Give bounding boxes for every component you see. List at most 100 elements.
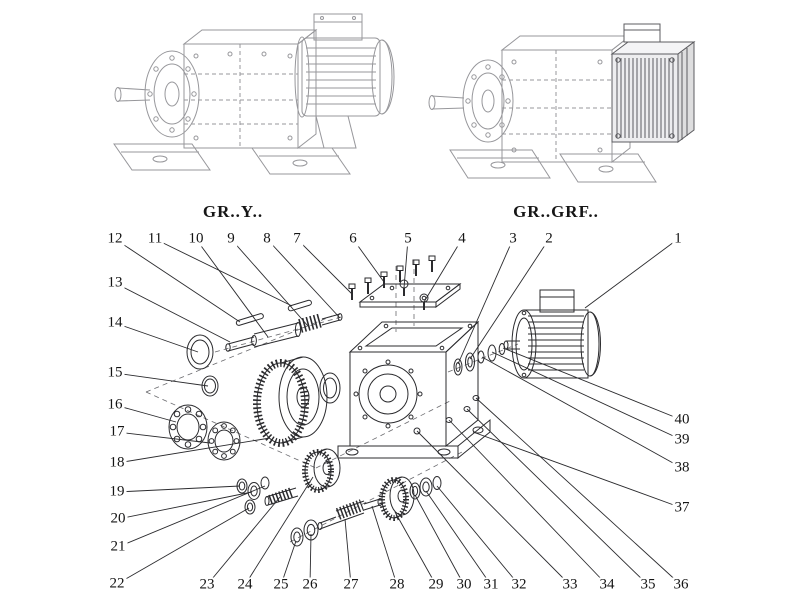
callout-number: 3 — [507, 230, 519, 247]
large-gear — [253, 356, 328, 447]
callout-number: 39 — [672, 431, 692, 448]
callout-number: 24 — [235, 576, 255, 593]
leader-line — [371, 505, 398, 586]
callout-number: 12 — [105, 230, 125, 247]
callout-number: 27 — [341, 576, 361, 593]
oil-seal — [186, 334, 214, 370]
callout-number: 29 — [426, 576, 446, 593]
callout-number: 20 — [108, 510, 128, 527]
callout-number: 35 — [638, 576, 658, 593]
leader-line — [475, 397, 682, 586]
leader-line — [344, 518, 352, 586]
retaining-ring — [201, 375, 219, 397]
leader-line — [466, 408, 649, 586]
assembled-view-gr-grf — [428, 23, 696, 183]
callout-number: 5 — [402, 230, 414, 247]
leader-line — [584, 238, 679, 309]
callout-number: 31 — [481, 576, 501, 593]
shaft-key — [287, 299, 312, 312]
callout-number: 10 — [186, 230, 206, 247]
leader-line — [502, 347, 683, 421]
exploded-view — [145, 255, 601, 547]
callout-number: 4 — [456, 230, 468, 247]
variant-label-gr-y: GR..Y.. — [202, 202, 264, 221]
variant-label-gr-grf: GR..GRF.. — [513, 202, 599, 221]
leader-line — [244, 476, 314, 586]
leader-line — [472, 431, 683, 509]
output-shaft-assembly — [290, 476, 442, 547]
callout-number: 40 — [672, 411, 692, 428]
assembled-view-gr-y — [113, 13, 395, 175]
leader-line — [491, 351, 683, 441]
callout-number: 19 — [107, 483, 127, 500]
cover-bolts — [348, 255, 436, 310]
callout-number: 8 — [261, 230, 273, 247]
ball-bearing — [207, 421, 241, 461]
leader-line — [116, 437, 271, 464]
callout-number: 16 — [105, 396, 125, 413]
callout-number: 6 — [347, 230, 359, 247]
leader-line — [394, 511, 437, 586]
leader-line — [457, 238, 514, 365]
leader-line — [195, 238, 269, 338]
leader-line — [114, 322, 199, 353]
leader-line — [116, 507, 250, 585]
callout-number: 37 — [672, 499, 692, 516]
intermediate-gear — [302, 448, 341, 493]
leader-line — [414, 494, 465, 586]
left-seals-bearings — [168, 334, 341, 461]
leader-line — [436, 485, 520, 586]
terminal-box — [539, 289, 575, 313]
motor-assembly — [453, 289, 601, 379]
callout-number: 25 — [271, 576, 291, 593]
leader-line — [425, 490, 492, 586]
callout-number: 21 — [108, 538, 128, 555]
leader-line — [416, 430, 571, 586]
leader-line — [230, 238, 309, 327]
callout-number: 15 — [105, 364, 125, 381]
callout-number: 36 — [671, 576, 691, 593]
leader-line — [154, 238, 293, 307]
leader-line — [481, 356, 683, 469]
leader-line — [403, 238, 409, 289]
leader-line — [206, 496, 281, 586]
callout-number: 2 — [543, 230, 555, 247]
leader-line — [448, 419, 608, 586]
housing-cover — [358, 283, 462, 308]
callout-number: 1 — [672, 230, 684, 247]
leader-line — [114, 372, 209, 387]
callout-number: 9 — [225, 230, 237, 247]
callout-number: 14 — [105, 314, 125, 331]
callout-number: 26 — [300, 576, 320, 593]
leader-line — [114, 238, 241, 323]
callout-number: 23 — [197, 576, 217, 593]
leader-line — [469, 238, 550, 360]
gear-housing — [337, 320, 491, 460]
leader-line — [423, 238, 463, 303]
callout-number: 17 — [107, 423, 127, 440]
shaft-key — [235, 313, 264, 326]
leader-line — [114, 282, 231, 343]
callout-number: 18 — [107, 454, 127, 471]
input-shaft-assembly — [225, 299, 343, 352]
leader-line — [296, 238, 353, 295]
callout-number: 13 — [105, 274, 125, 291]
leader-line — [114, 404, 177, 423]
leader-line — [309, 533, 312, 586]
callout-number: 38 — [672, 459, 692, 476]
small-parts-cluster — [236, 476, 299, 515]
leader-line — [116, 431, 211, 444]
callout-number: 34 — [597, 576, 617, 593]
leader-line — [117, 491, 253, 520]
callout-number: 7 — [291, 230, 303, 247]
callout-number: 28 — [387, 576, 407, 593]
drain-plug — [413, 427, 421, 435]
callout-number: 22 — [107, 575, 127, 592]
leader-line — [117, 485, 266, 548]
leader-line — [116, 485, 241, 493]
leader-line — [266, 238, 341, 319]
callout-number: 33 — [560, 576, 580, 593]
callout-number: 11 — [145, 230, 165, 247]
